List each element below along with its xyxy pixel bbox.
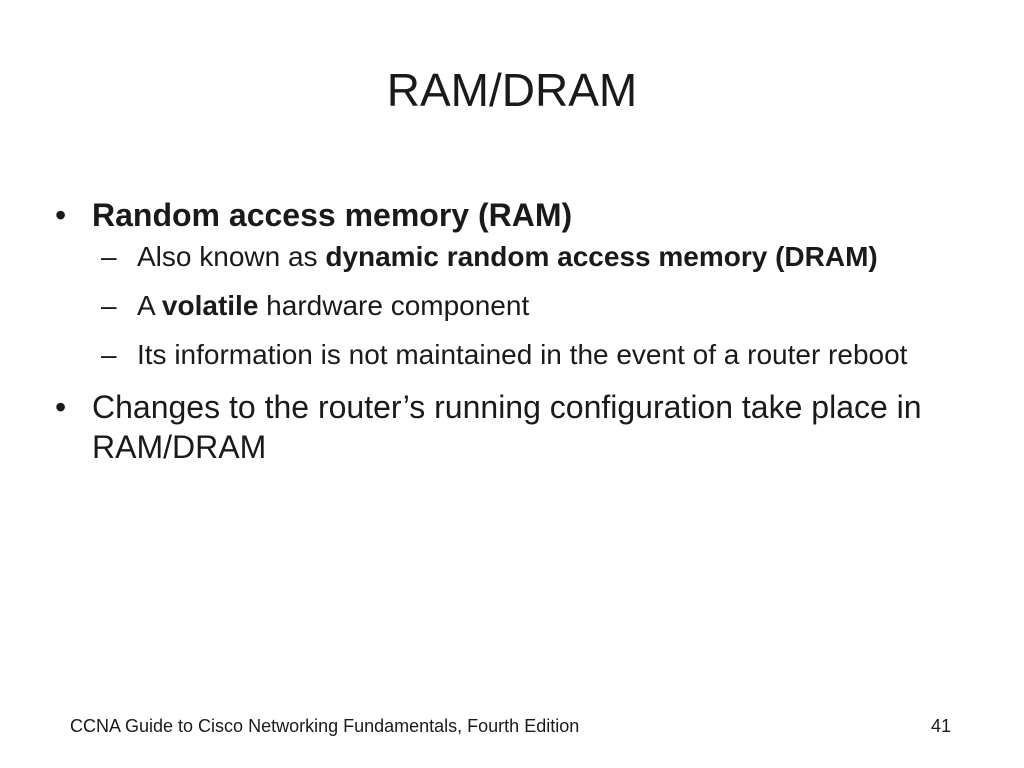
slide-title: RAM/DRAM: [386, 64, 638, 116]
dash-marker: –: [101, 241, 117, 272]
footer-text: CCNA Guide to Cisco Networking Fundament…: [70, 716, 580, 736]
subitem-bold: dynamic random access memory (DRAM): [325, 241, 878, 272]
subitem-prefix: Also known as: [137, 241, 326, 272]
subitem-volatile: – A volatile hardware component: [101, 286, 955, 326]
subitem-suffix: hardware component: [258, 290, 530, 321]
subitem-dram: – Also known as dynamic random access me…: [101, 237, 955, 277]
bullet-text: Changes to the router’s running configur…: [92, 389, 922, 465]
bullet-running-config: • Changes to the router’s running config…: [55, 387, 955, 467]
subitem-text: Its information is not maintained in the…: [137, 339, 908, 370]
page-number: 41: [930, 716, 951, 736]
slide-content: • Random access memory (RAM) – Also know…: [55, 195, 955, 469]
bullet-marker: •: [55, 197, 67, 233]
bullet-ram: • Random access memory (RAM): [55, 195, 955, 235]
bullet-marker: •: [55, 389, 67, 425]
subitem-prefix: A: [137, 290, 162, 321]
subitem-reboot: – Its information is not maintained in t…: [101, 335, 955, 375]
dash-marker: –: [101, 290, 117, 321]
dash-marker: –: [101, 339, 117, 370]
sub-list: – Also known as dynamic random access me…: [55, 237, 955, 375]
bullet-text: Random access memory (RAM): [92, 197, 573, 233]
subitem-bold: volatile: [161, 290, 259, 321]
